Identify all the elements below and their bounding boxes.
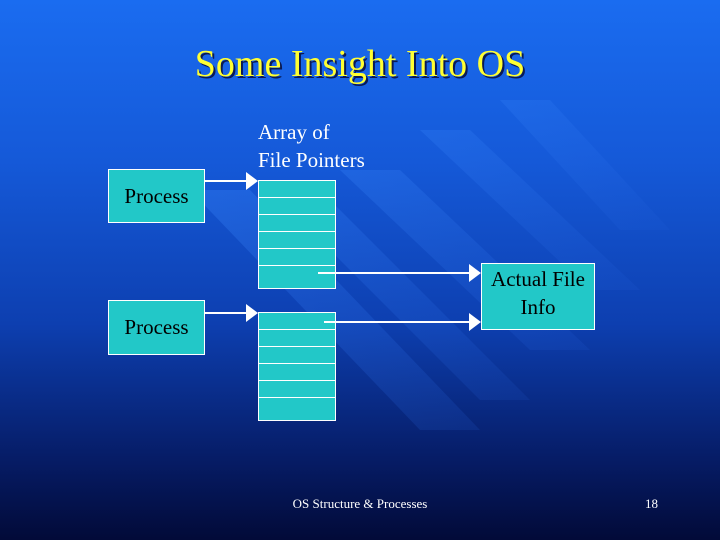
file-pointer-cell (259, 330, 335, 347)
file-pointer-cell (259, 364, 335, 381)
footer-title: OS Structure & Processes (292, 496, 428, 511)
process-box-bottom: Process (108, 300, 205, 355)
actual-file-line2: Info (520, 295, 556, 319)
file-pointer-cell (259, 232, 335, 249)
file-pointer-array-top (258, 180, 336, 289)
file-pointer-array-bottom (258, 312, 336, 421)
file-pointer-cell (259, 347, 335, 364)
file-pointer-cell (259, 215, 335, 232)
file-pointer-cell (259, 198, 335, 215)
actual-file-info-box: Actual File Info (481, 263, 595, 330)
file-pointer-cell (259, 313, 335, 330)
array-label-line1: Array of (258, 120, 330, 144)
actual-file-line1: Actual File (491, 267, 585, 291)
process-bottom-label: Process (124, 315, 189, 339)
file-pointer-cell (259, 381, 335, 398)
file-pointer-cell (259, 181, 335, 198)
page-number: 18 (645, 496, 658, 511)
slide-title: Some Insight Into OS (194, 43, 526, 85)
process-top-label: Process (124, 183, 189, 208)
array-label: Array of File Pointers (258, 118, 365, 174)
file-pointer-cell (259, 398, 335, 415)
process-box-top: Process (108, 169, 205, 223)
file-pointer-cell (259, 266, 335, 283)
array-label-line2: File Pointers (258, 148, 365, 172)
file-pointer-cell (259, 249, 335, 266)
